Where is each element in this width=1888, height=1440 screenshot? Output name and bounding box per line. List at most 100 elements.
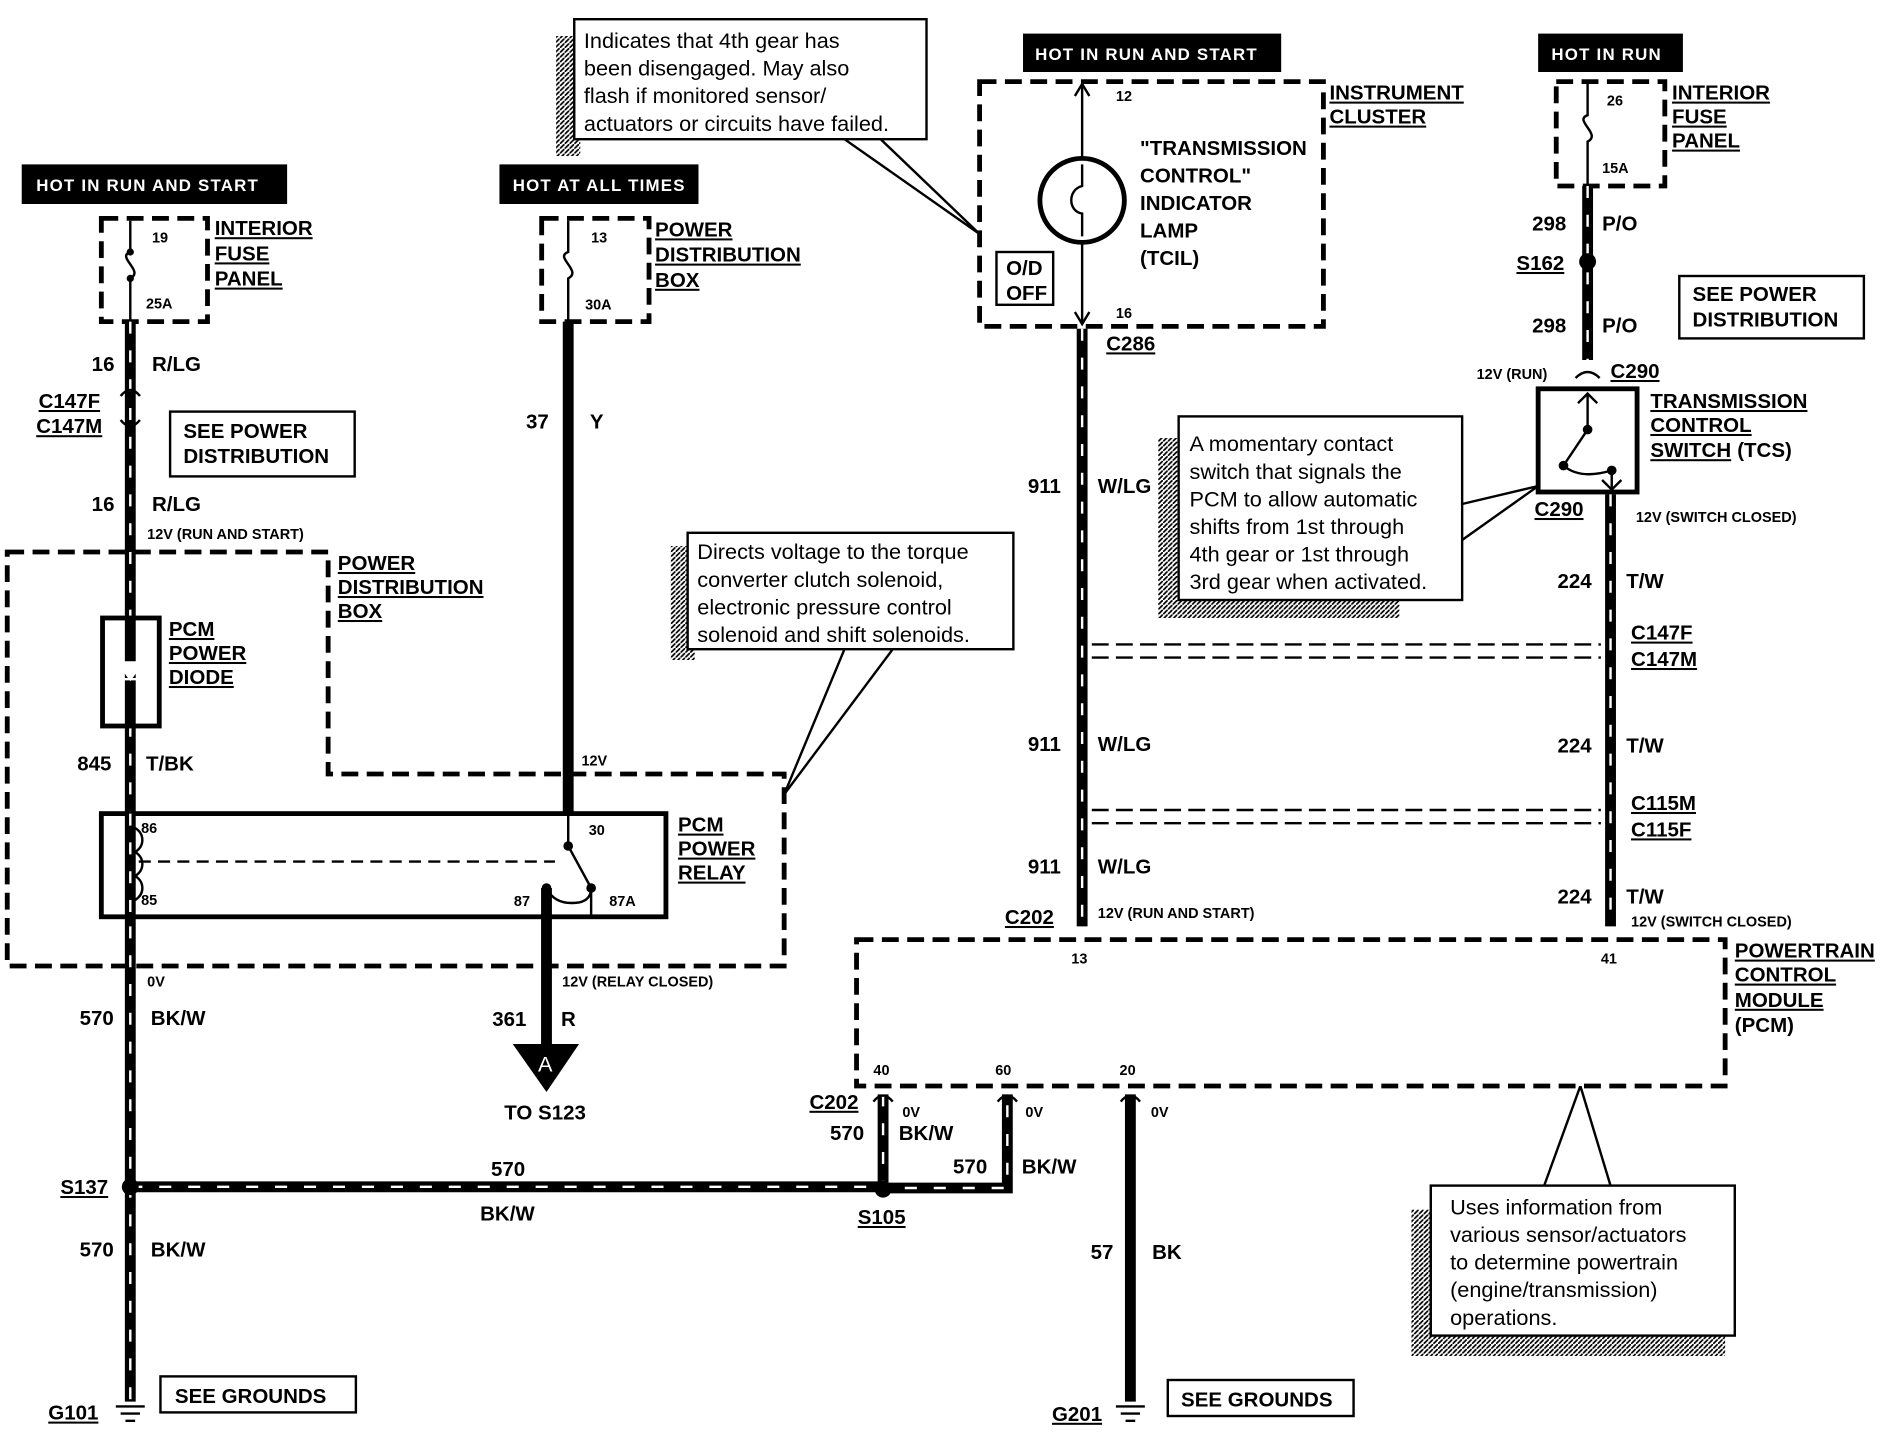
wire-number: 911 [1028,733,1061,756]
svg-text:CONTROL": CONTROL" [1140,164,1251,187]
wire-color: R/LG [152,353,201,376]
svg-text:13: 13 [591,230,607,246]
wire-number: 361 [492,1008,526,1031]
wire-color: R [561,1008,576,1031]
svg-text:BOX: BOX [338,600,383,623]
svg-text:C147F: C147F [39,390,101,413]
wire-color: T/W [1626,570,1664,593]
svg-text:25A: 25A [146,296,173,312]
svg-text:G101: G101 [48,1402,98,1425]
svg-text:POWER: POWER [338,552,416,575]
svg-text:various sensor/actuators: various sensor/actuators [1450,1222,1687,1247]
svg-text:C115M: C115M [1631,792,1696,815]
svg-text:PCM: PCM [169,618,215,641]
voltage-label: 12V (RELAY CLOSED) [562,974,713,990]
splice-s162 [1579,253,1597,270]
svg-text:4th gear or 1st through: 4th gear or 1st through [1190,542,1410,567]
svg-text:Directs voltage to the torque: Directs voltage to the torque [697,539,968,564]
svg-text:HOT AT ALL TIMES: HOT AT ALL TIMES [513,176,686,195]
svg-text:flash if monitored sensor/: flash if monitored sensor/ [584,83,827,108]
svg-text:CONTROL: CONTROL [1735,964,1836,987]
svg-text:Indicates that 4th gear has: Indicates that 4th gear has [584,28,840,53]
header-middle: HOT AT ALL TIMES [499,164,699,204]
wire-color: BK/W [151,1007,206,1030]
svg-text:operations.: operations. [1450,1305,1557,1330]
voltage-label: 12V (RUN) [1477,367,1548,383]
wire-color: BK [1152,1241,1182,1264]
svg-text:actuators or circuits have fai: actuators or circuits have failed. [584,111,889,136]
svg-text:A momentary contact: A momentary contact [1190,431,1394,456]
svg-text:C115F: C115F [1631,818,1691,841]
svg-text:86: 86 [141,821,157,837]
wire-color: T/W [1626,886,1664,909]
svg-text:12: 12 [1116,89,1132,105]
see-grounds-right[interactable]: SEE GROUNDS [1166,1378,1355,1418]
callout-tcs: A momentary contact switch that signals … [1158,415,1539,618]
wire-number: 570 [80,1238,114,1261]
svg-text:O/D: O/D [1006,257,1042,280]
wire-number: 37 [526,410,549,433]
see-grounds-left[interactable]: SEE GROUNDS [159,1375,358,1414]
svg-text:"TRANSMISSION: "TRANSMISSION [1140,137,1307,160]
svg-text:(TCS): (TCS) [1737,439,1792,462]
connector-label: C290 [1535,498,1584,521]
svg-text:CONTROL: CONTROL [1650,414,1751,437]
svg-text:been disengaged. May also: been disengaged. May also [584,56,849,81]
header-cluster: HOT IN RUN AND START [1023,33,1282,72]
svg-text:15A: 15A [1602,161,1629,177]
svg-text:DISTRIBUTION: DISTRIBUTION [183,445,329,468]
callout-relay: Directs voltage to the torque converter … [670,531,1015,796]
wire-color: BK/W [1022,1156,1077,1179]
powertrain-control-module: 13 41 40 60 20 POWERTRAIN CONTROL MODULE… [854,937,1875,1089]
see-power-distribution-left[interactable]: SEE POWER DISTRIBUTION [168,410,356,478]
splice-label: S137 [60,1176,108,1199]
splice-s137 [121,1178,139,1196]
svg-text:HOT IN RUN: HOT IN RUN [1551,45,1661,64]
svg-text:RELAY: RELAY [678,862,746,885]
voltage-label: 0V [1151,1105,1169,1121]
svg-text:to determine powertrain: to determine powertrain [1450,1250,1678,1275]
svg-text:SEE POWER: SEE POWER [1693,283,1817,306]
svg-text:DIODE: DIODE [169,666,234,689]
svg-text:LAMP: LAMP [1140,220,1198,243]
wire-number: 16 [92,493,115,516]
see-power-distribution-right[interactable]: SEE POWER DISTRIBUTION [1678,274,1866,340]
svg-text:(TCIL): (TCIL) [1140,247,1199,270]
svg-text:13: 13 [1071,952,1087,968]
wire-number: 16 [92,353,115,376]
splice-s105 [874,1180,892,1198]
voltage-label: 0V [902,1105,920,1121]
svg-text:20: 20 [1120,1063,1136,1079]
off-page-connector-a[interactable]: A TO S123 [504,1044,586,1125]
svg-text:A: A [538,1052,553,1077]
svg-text:26: 26 [1607,94,1623,110]
callout-4th-gear: Indicates that 4th gear has been disenga… [556,18,981,235]
voltage-label: 12V [581,754,607,770]
voltage-label: 12V (SWITCH CLOSED) [1636,510,1797,526]
svg-text:HOT IN RUN AND START: HOT IN RUN AND START [36,176,259,195]
svg-text:POWER: POWER [169,642,247,665]
wire-color: BK/W [480,1202,535,1225]
svg-text:C147F: C147F [1631,622,1693,645]
svg-text:switch that signals the: switch that signals the [1190,459,1402,484]
wire-color: W/LG [1098,733,1152,756]
wire-number: 224 [1557,570,1592,593]
wire-number: 224 [1557,886,1592,909]
svg-text:G201: G201 [1052,1403,1102,1426]
wire-number: 298 [1532,212,1566,235]
connector-c115: C115M C115F [1091,792,1696,841]
svg-text:87: 87 [514,894,530,910]
svg-text:HOT IN RUN AND START: HOT IN RUN AND START [1035,45,1258,64]
svg-text:41: 41 [1601,952,1617,968]
wire-color: P/O [1602,212,1637,235]
fuse-middle: 13 30A POWER DISTRIBUTION BOX [539,216,801,324]
wire-color: Y [590,410,604,433]
pcm-power-diode: PCM POWER DIODE [100,615,247,729]
svg-text:POWERTRAIN: POWERTRAIN [1735,940,1875,963]
transmission-control-switch: TRANSMISSION CONTROL SWITCH (TCS) [1535,386,1807,495]
svg-text:C147M: C147M [36,415,102,438]
tcil-lamp-icon [1037,156,1127,245]
ground-g101-icon: G101 [48,1402,145,1425]
svg-text:Uses information from: Uses information from [1450,1194,1662,1219]
